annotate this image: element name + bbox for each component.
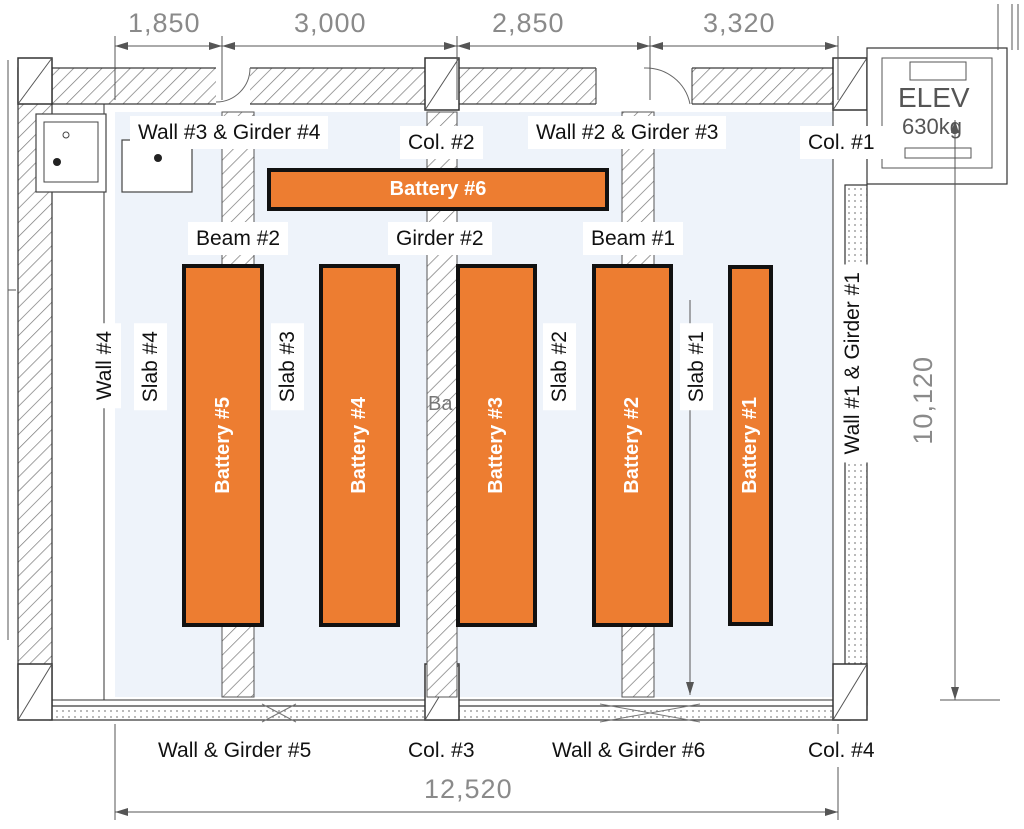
elevator-capacity: 630kg [902, 114, 962, 139]
battery-6-label: Battery #6 [389, 178, 487, 200]
label-col3: Col. #3 [400, 734, 483, 767]
battery-1-label: Battery #1 [739, 397, 761, 494]
label-beam2: Beam #2 [188, 222, 289, 255]
label-wall-girder5: Wall & Girder #5 [150, 734, 320, 767]
battery-3: Battery #3 [456, 264, 537, 627]
label-col4: Col. #4 [800, 734, 883, 767]
label-slab4: Slab #4 [134, 323, 167, 411]
label-slab3: Slab #3 [271, 323, 304, 411]
label-col1: Col. #1 [800, 126, 883, 159]
battery-2: Battery #2 [592, 264, 673, 627]
battery-1: Battery #1 [728, 265, 773, 626]
dimension-1850: 1,850 [128, 8, 201, 38]
label-wall-girder6: Wall & Girder #6 [544, 734, 714, 767]
dimension-3000: 3,000 [294, 8, 367, 38]
dimension-3320: 3,320 [703, 8, 776, 38]
label-wall3-girder4: Wall #3 & Girder #4 [130, 116, 329, 149]
battery-6: Battery #6 [267, 168, 609, 211]
battery-4: Battery #4 [319, 264, 400, 627]
battery-4-label: Battery #4 [348, 397, 370, 494]
faint-text: Ba [428, 393, 453, 415]
dimension-2850: 2,850 [492, 8, 565, 38]
label-col2: Col. #2 [400, 126, 483, 159]
battery-2-label: Battery #2 [621, 397, 643, 494]
label-wall4: Wall #4 [88, 323, 121, 409]
label-wall2-girder3: Wall #2 & Girder #3 [528, 116, 727, 149]
dimension-12520: 12,520 [424, 774, 513, 804]
label-slab2: Slab #2 [543, 323, 576, 411]
label-wall1-girder1: Wall #1 & Girder #1 [836, 264, 869, 463]
label-girder2: Girder #2 [388, 222, 492, 255]
label-beam1: Beam #1 [583, 222, 684, 255]
battery-5-label: Battery #5 [211, 397, 234, 494]
dimension-10120: 10,120 [908, 356, 938, 445]
elevator-label: ELEV [898, 82, 970, 113]
battery-5: Battery #5 [182, 264, 264, 627]
battery-3-label: Battery #3 [485, 397, 507, 494]
label-slab1: Slab #1 [680, 323, 713, 411]
